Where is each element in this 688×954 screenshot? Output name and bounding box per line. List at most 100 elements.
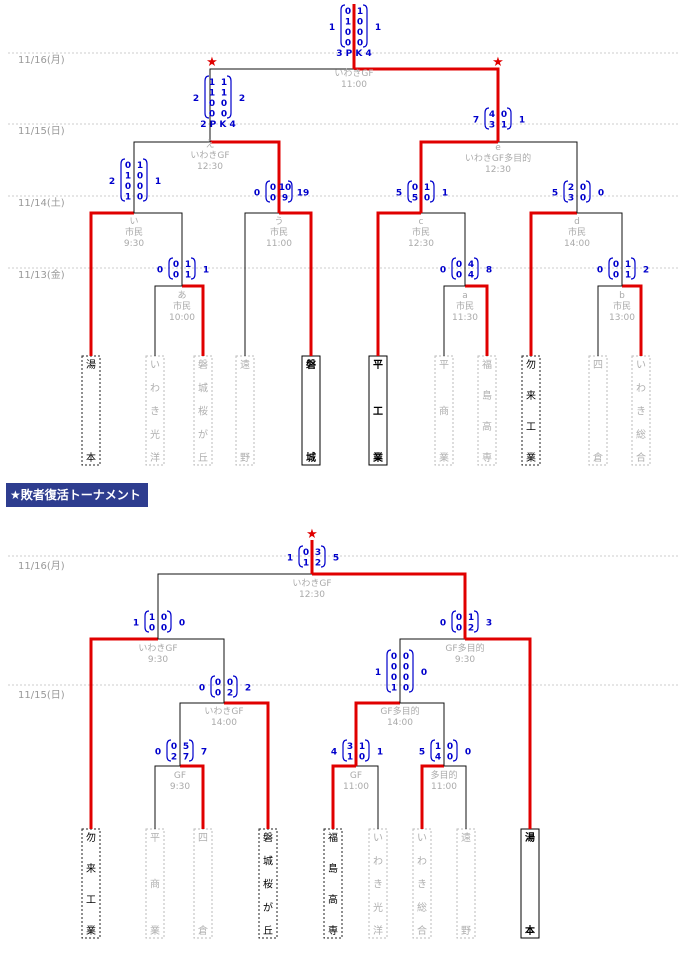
winner-line (180, 764, 205, 829)
date-label: 11/15(日) (18, 690, 65, 701)
score-cell: 0 (227, 678, 233, 688)
score-cell: 0 (221, 99, 227, 109)
team-char: 専 (328, 925, 338, 937)
score-cell: 1 (221, 89, 227, 99)
team-box (456, 828, 476, 939)
total-score-left: 5 (552, 189, 558, 199)
total-score-right: 3 (486, 619, 492, 629)
winner-line (376, 211, 421, 356)
round-label: c (419, 217, 424, 227)
score-cell: 0 (173, 260, 179, 270)
score-cell: 0 (215, 689, 221, 699)
score-cell: 3 (489, 121, 495, 131)
score-cell: 0 (137, 172, 143, 182)
right-bracket (473, 610, 479, 633)
winner-line (529, 211, 577, 356)
team-char: 磐 (198, 358, 208, 371)
score-cell: 1 (185, 271, 191, 281)
score-cell: 1 (435, 742, 441, 752)
total-score-right: 0 (421, 668, 427, 678)
round-label: b (619, 291, 625, 301)
score-cell: 3 (568, 194, 574, 204)
score-cell: 0 (209, 99, 215, 109)
left-bracket (451, 610, 457, 633)
right-bracket (364, 739, 370, 762)
bracket-line (154, 285, 182, 356)
team-char: 野 (240, 452, 250, 464)
star-icon: ★ (206, 55, 218, 70)
left-bracket (430, 739, 436, 762)
score-cell: 0 (209, 110, 215, 120)
team-char: 平 (150, 833, 160, 844)
score-cell: 0 (391, 652, 397, 662)
left-bracket (265, 180, 271, 203)
venue-label: 市民 (456, 300, 474, 312)
left-bracket (144, 610, 150, 633)
time-label: 12:30 (197, 162, 223, 172)
bracket-line (157, 573, 312, 639)
total-score-right: 8 (486, 266, 492, 276)
total-score-left: 5 (419, 748, 425, 758)
team-char: が (198, 428, 208, 441)
team-char: 桜 (198, 405, 208, 418)
score-cell: 0 (403, 673, 409, 683)
score-cell: 0 (456, 271, 462, 281)
team-char: 磐 (263, 831, 273, 844)
score-cell: 7 (183, 753, 189, 763)
total-score-left: 5 (396, 189, 402, 199)
score-cell: 0 (303, 548, 309, 558)
score-cell: 0 (345, 28, 351, 38)
team-char: わ (150, 382, 160, 394)
score-cell: 0 (359, 753, 365, 763)
score-cell: 0 (580, 194, 586, 204)
bracket-line (133, 141, 210, 213)
bracket-line (597, 285, 622, 356)
venue-label: 市民 (613, 300, 631, 312)
time-label: 11:00 (343, 782, 369, 792)
score-cell: 1 (221, 78, 227, 88)
venue-label: GF多目的 (380, 705, 419, 717)
bracket-line (209, 68, 354, 142)
right-bracket (473, 257, 479, 280)
time-label: 11:00 (341, 80, 367, 90)
score-cell: 0 (357, 39, 363, 49)
team-char: 総 (417, 901, 427, 914)
team-char: 業 (150, 924, 160, 937)
bracket-line (154, 765, 180, 829)
score-cell: 0 (456, 624, 462, 634)
team-char: 工 (86, 895, 96, 906)
right-bracket (188, 739, 194, 762)
round-label: a (462, 291, 468, 301)
team-char: 来 (526, 390, 536, 402)
time-label: 14:00 (211, 718, 237, 728)
winner-line (279, 211, 313, 356)
team-box (193, 828, 213, 939)
total-score-right: 19 (297, 189, 310, 199)
team-char: 高 (482, 420, 492, 433)
score-cell: 2 (568, 183, 574, 193)
total-score-left: 4 (331, 748, 337, 758)
left-bracket (342, 739, 348, 762)
total-score-left: 0 (157, 266, 163, 276)
team-char: 専 (482, 452, 492, 464)
right-bracket (190, 257, 196, 280)
star-icon: ★ (492, 55, 504, 70)
right-bracket (142, 158, 148, 202)
right-bracket (362, 4, 368, 48)
team-char: 倉 (198, 924, 208, 937)
winner-line (182, 284, 205, 356)
winner-line (224, 701, 270, 829)
repechage-banner: ★敗者復活トーナメント (6, 483, 148, 507)
round-label: え (205, 139, 214, 150)
round-label: い (129, 217, 138, 227)
left-bracket (407, 180, 413, 203)
venue-label: 市民 (412, 226, 430, 238)
score-cell: 2 (227, 689, 233, 699)
venue-label: GF多目的 (445, 642, 484, 654)
total-score-right: 0 (465, 748, 471, 758)
score-cell: 4 (489, 110, 495, 120)
score-cell: 0 (357, 28, 363, 38)
bracket-line (399, 638, 465, 703)
score-cell: 0 (125, 161, 131, 171)
